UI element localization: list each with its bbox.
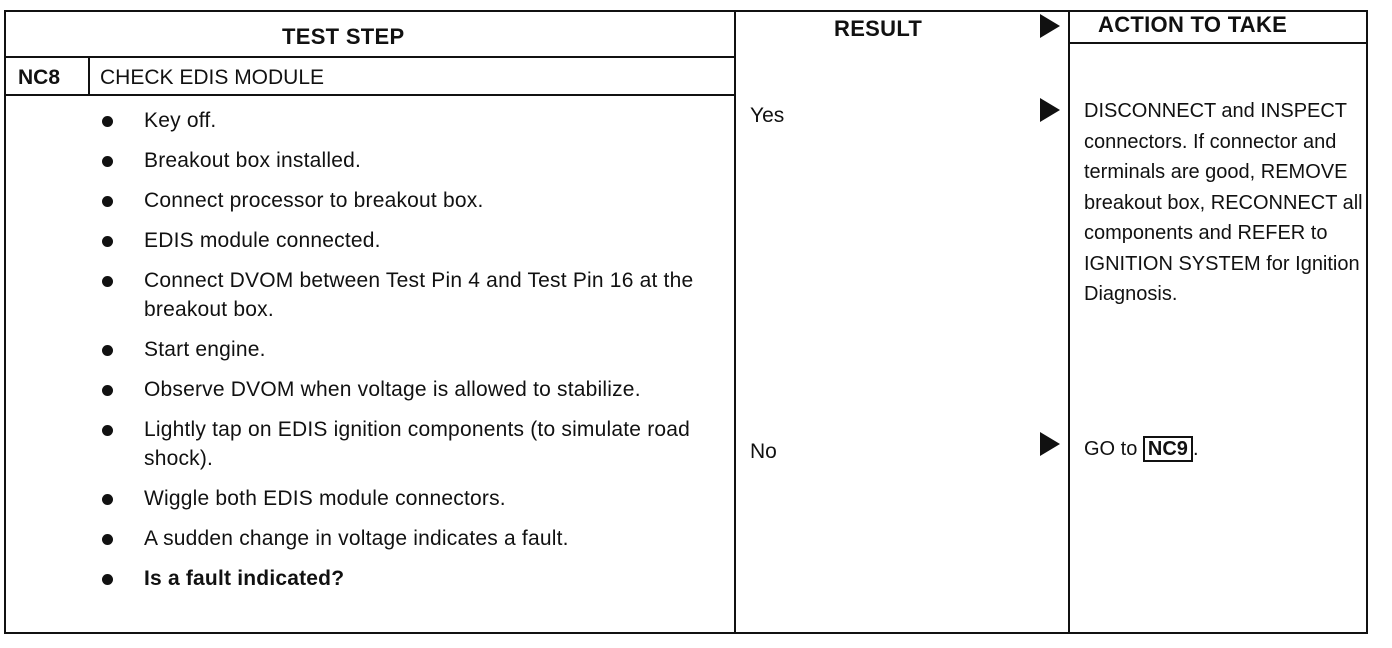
divider-result-action bbox=[1068, 10, 1070, 634]
result-yes: Yes bbox=[750, 104, 785, 127]
bullet-icon bbox=[102, 534, 113, 545]
header-result: RESULT bbox=[834, 16, 923, 41]
bullet-icon bbox=[102, 385, 113, 396]
list-item: Observe DVOM when voltage is allowed to … bbox=[96, 375, 726, 404]
arrow-right-icon bbox=[1040, 432, 1060, 456]
step-title: CHECK EDIS MODULE bbox=[100, 66, 325, 89]
header-action: ACTION TO TAKE bbox=[1098, 12, 1288, 37]
step-bullet-list: Key off. Breakout box installed. Connect… bbox=[96, 106, 726, 604]
divider-step-id bbox=[88, 58, 90, 96]
action-no-suffix: . bbox=[1192, 438, 1199, 460]
list-item: Lightly tap on EDIS ignition components … bbox=[96, 415, 726, 473]
arrow-right-icon bbox=[1040, 14, 1060, 38]
list-item: Key off. bbox=[96, 106, 726, 135]
action-no: GO to NC9. bbox=[1084, 434, 1368, 465]
arrow-right-icon bbox=[1040, 98, 1060, 122]
step-title-divider bbox=[4, 94, 734, 96]
list-item: Is a fault indicated? bbox=[96, 564, 726, 593]
list-item: Start engine. bbox=[96, 335, 726, 364]
bullet-icon bbox=[102, 116, 113, 127]
divider-test-result bbox=[734, 10, 736, 634]
bullet-icon bbox=[102, 156, 113, 167]
bullet-icon bbox=[102, 574, 113, 585]
action-no-prefix: GO to bbox=[1084, 438, 1138, 460]
bullet-icon bbox=[102, 276, 113, 287]
list-item: Wiggle both EDIS module connectors. bbox=[96, 484, 726, 513]
step-id: NC8 bbox=[18, 66, 61, 89]
bullet-icon bbox=[102, 425, 113, 436]
diagnostic-table bbox=[4, 10, 1368, 634]
bullet-icon bbox=[102, 196, 113, 207]
step-reference-link[interactable]: NC9 bbox=[1142, 436, 1193, 462]
bullet-icon bbox=[102, 236, 113, 247]
bullet-icon bbox=[102, 345, 113, 356]
list-item: Breakout box installed. bbox=[96, 146, 726, 175]
result-no: No bbox=[750, 440, 777, 463]
action-yes: DISCONNECT and INSPECT connectors. If co… bbox=[1084, 100, 1363, 305]
list-item: EDIS module connected. bbox=[96, 226, 726, 255]
list-item: Connect DVOM between Test Pin 4 and Test… bbox=[96, 266, 726, 324]
header-divider-right bbox=[1068, 42, 1368, 44]
bullet-icon bbox=[102, 494, 113, 505]
header-divider-left bbox=[4, 56, 734, 58]
header-test-step: TEST STEP bbox=[282, 24, 405, 49]
list-item: A sudden change in voltage indicates a f… bbox=[96, 524, 726, 553]
list-item: Connect processor to breakout box. bbox=[96, 186, 726, 215]
